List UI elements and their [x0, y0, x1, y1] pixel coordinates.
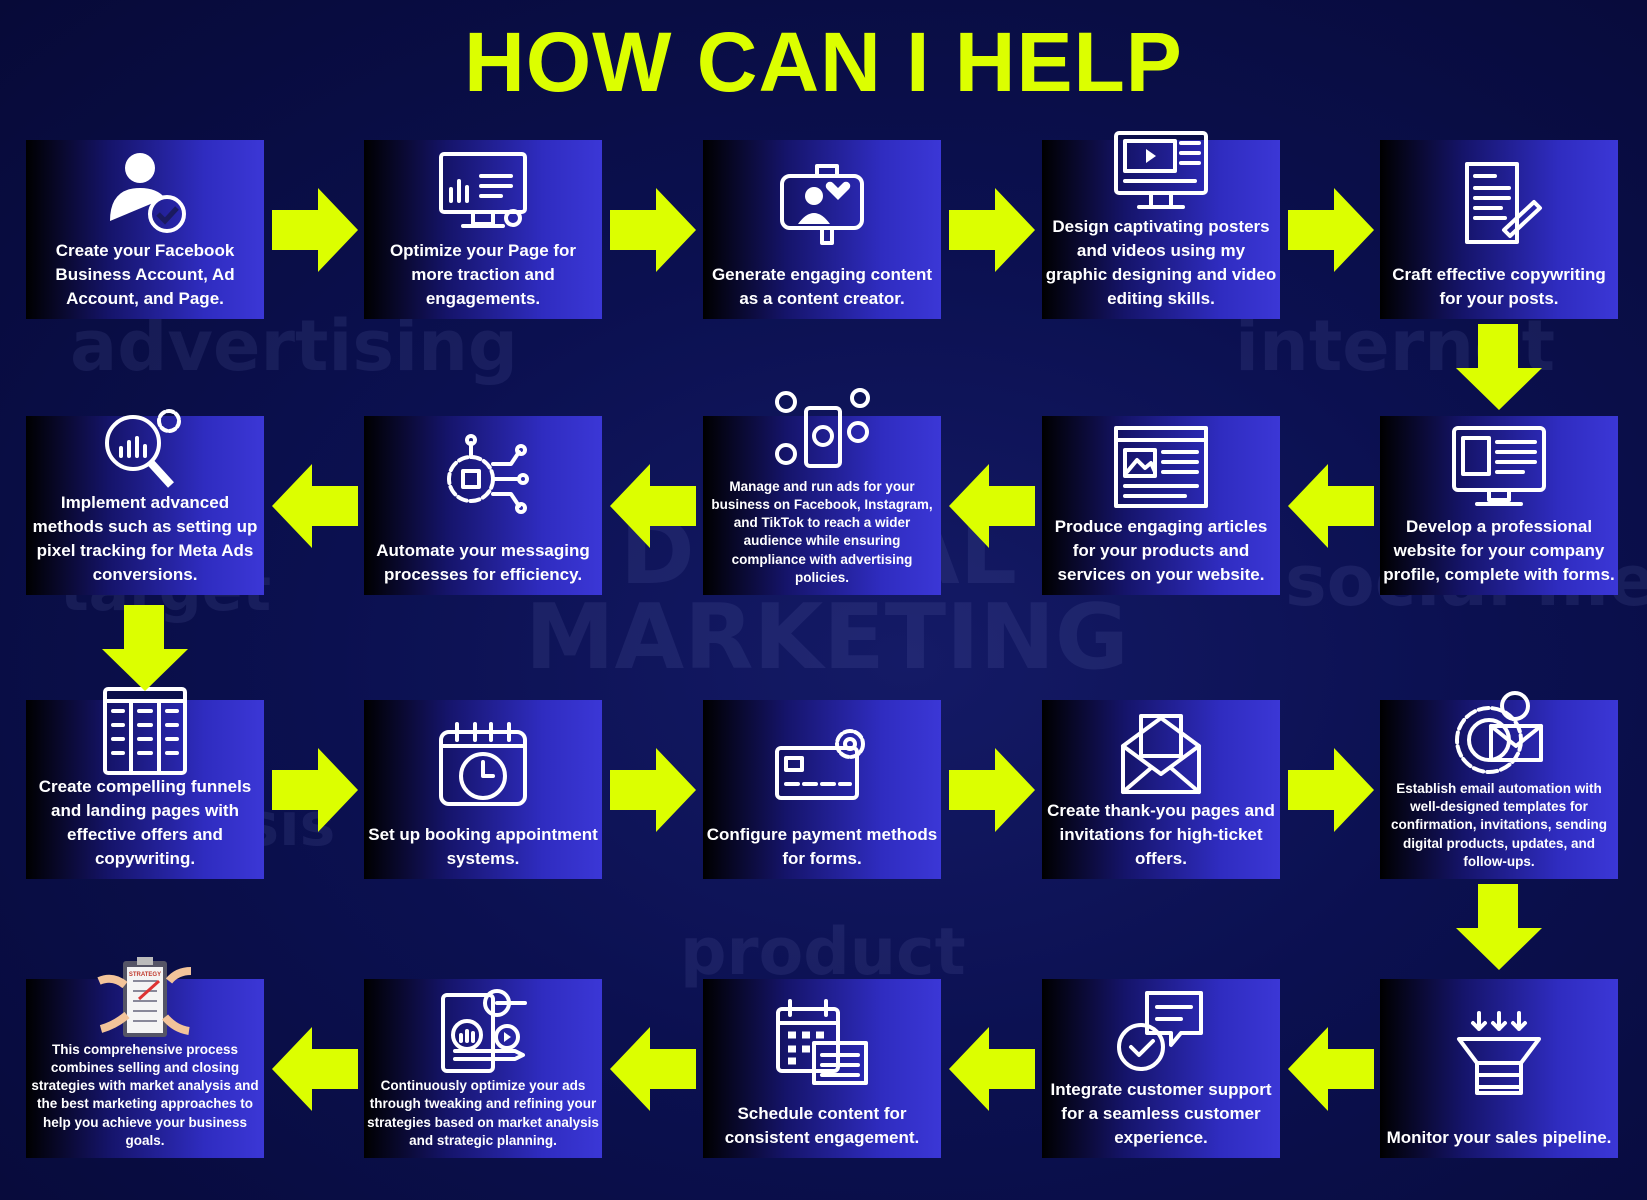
monitor-wrench-icon: [367, 144, 599, 239]
arrow-left-icon: [949, 464, 1035, 553]
arrow-right-icon: [610, 748, 696, 837]
invitation-envelope-icon: [1045, 704, 1277, 799]
document-pen-icon: [1383, 144, 1615, 263]
chat-check-icon: [1045, 983, 1277, 1078]
funnel-icon: [1383, 983, 1615, 1126]
service-description: Automate your messaging processes for ef…: [376, 540, 590, 584]
service-card: Integrate customer support for a seamles…: [1042, 979, 1280, 1158]
arrow-right-icon: [949, 748, 1035, 837]
arrow-left-icon: [949, 1027, 1035, 1116]
service-description: Create your Facebook Business Account, A…: [55, 240, 235, 308]
website-monitor-icon: [1383, 420, 1615, 515]
arrow-left-icon: [272, 464, 358, 553]
arrow-left-icon: [610, 1027, 696, 1116]
analytics-search-icon: [29, 401, 261, 491]
service-card: Produce engaging articles for your produ…: [1042, 416, 1280, 595]
service-description: Establish email automation with well-des…: [1390, 780, 1607, 869]
service-card: Establish email automation with well-des…: [1380, 690, 1618, 879]
service-card: Optimize your Page for more traction and…: [364, 140, 602, 319]
service-description: Develop a professional website for your …: [1383, 516, 1615, 584]
arrow-right-icon: [272, 748, 358, 837]
email-automation-icon: [1383, 690, 1615, 780]
service-description: This comprehensive process combines sell…: [31, 1041, 259, 1148]
arrow-left-icon: [272, 1027, 358, 1116]
service-card: STRATEGY This comprehensive process combi…: [26, 956, 264, 1158]
arrow-down-icon: [1456, 884, 1542, 975]
strategy-illustration-label: STRATEGY: [129, 972, 161, 978]
service-card: Automate your messaging processes for ef…: [364, 416, 602, 595]
service-description: Generate engaging content as a content c…: [711, 264, 933, 308]
service-description: Implement advanced methods such as setti…: [32, 492, 258, 584]
strategy-hands-icon: STRATEGY: [29, 951, 261, 1041]
automation-gear-icon: [367, 420, 599, 539]
service-card: Configure payment methods for forms.: [703, 700, 941, 879]
service-description: Configure payment methods for forms.: [706, 824, 938, 868]
arrow-right-icon: [949, 188, 1035, 277]
landing-page-icon: [29, 685, 261, 775]
user-check-icon: [29, 144, 261, 239]
service-card: Create compelling funnels and landing pa…: [26, 686, 264, 879]
social-phone-icon: [706, 387, 938, 478]
service-card: Manage and run ads for your business on …: [703, 387, 941, 595]
service-description: Set up booking appointment systems.: [368, 824, 598, 868]
arrow-down-icon: [102, 605, 188, 696]
arrow-down-icon: [1456, 324, 1542, 415]
service-card: Create your Facebook Business Account, A…: [26, 140, 264, 319]
credit-card-gear-icon: [706, 704, 938, 823]
service-card: Schedule content for consistent engageme…: [703, 979, 941, 1158]
arrow-left-icon: [610, 464, 696, 553]
service-description: Create compelling funnels and landing pa…: [38, 776, 252, 868]
service-card: Develop a professional website for your …: [1380, 416, 1618, 595]
background-word: product: [680, 915, 966, 990]
calendar-schedule-icon: [706, 983, 938, 1102]
service-card: Set up booking appointment systems.: [364, 700, 602, 879]
service-description: Schedule content for consistent engageme…: [724, 1103, 920, 1147]
service-description: Continuously optimize your ads through t…: [367, 1078, 599, 1148]
service-description: Create thank-you pages and invitations f…: [1047, 800, 1275, 868]
arrow-right-icon: [610, 188, 696, 277]
article-icon: [1045, 420, 1277, 515]
service-description: Produce engaging articles for your produ…: [1054, 516, 1268, 584]
background-word: MARKETING: [525, 585, 1129, 690]
phone-selfie-icon: [706, 144, 938, 263]
page-title: HOW CAN I HELP: [464, 15, 1183, 109]
service-card: Create thank-you pages and invitations f…: [1042, 700, 1280, 879]
service-description: Optimize your Page for more traction and…: [389, 240, 577, 308]
service-description: Monitor your sales pipeline.: [1386, 1127, 1612, 1147]
service-card: Continuously optimize your ads through t…: [364, 979, 602, 1158]
arrow-right-icon: [1288, 748, 1374, 837]
service-card: Implement advanced methods such as setti…: [26, 408, 264, 595]
calendar-clock-icon: [367, 704, 599, 823]
service-card: Design captivating posters and videos us…: [1042, 130, 1280, 319]
service-description: Craft effective copywriting for your pos…: [1392, 264, 1606, 308]
arrow-right-icon: [272, 188, 358, 277]
service-card: Generate engaging content as a content c…: [703, 140, 941, 319]
service-description: Integrate customer support for a seamles…: [1050, 1079, 1272, 1147]
arrow-right-icon: [1288, 188, 1374, 277]
service-card: Monitor your sales pipeline.: [1380, 979, 1618, 1158]
arrow-left-icon: [1288, 1027, 1374, 1116]
video-editor-icon: [1045, 125, 1277, 215]
strategy-clipboard-icon: [367, 983, 599, 1077]
arrow-left-icon: [1288, 464, 1374, 553]
service-card: Craft effective copywriting for your pos…: [1380, 140, 1618, 319]
service-description: Manage and run ads for your business on …: [711, 478, 933, 585]
service-description: Design captivating posters and videos us…: [1045, 216, 1277, 308]
